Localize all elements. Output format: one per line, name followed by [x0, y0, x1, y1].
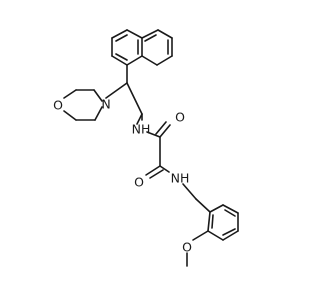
bond	[207, 230, 224, 241]
amide-nh-label: NH	[132, 122, 151, 137]
structure-diagram: O N NH O O NH O	[53, 29, 239, 267]
bond	[111, 29, 128, 39]
methoxy-oxygen-label: O	[182, 240, 192, 255]
bond	[111, 55, 128, 66]
atom-labels: O N NH O O NH O	[53, 97, 192, 255]
bonds	[63, 29, 239, 267]
bond	[126, 82, 143, 115]
bond	[141, 29, 159, 39]
bond	[105, 82, 128, 99]
bond	[155, 121, 167, 135]
amide-nh-label: NH	[171, 171, 190, 186]
bond	[145, 165, 161, 176]
bond	[157, 29, 173, 39]
bond	[136, 113, 143, 125]
bond	[94, 106, 103, 121]
bond	[182, 183, 197, 200]
bond	[192, 230, 209, 241]
bond	[93, 89, 103, 102]
bond	[195, 198, 211, 213]
bond	[209, 204, 224, 213]
bond	[115, 34, 128, 42]
bond	[126, 29, 143, 39]
morpholine-nitrogen-label: N	[101, 97, 110, 112]
bond	[144, 34, 157, 42]
bond	[222, 204, 239, 214]
bond	[63, 89, 77, 99]
bond	[146, 131, 161, 138]
bond	[156, 55, 173, 66]
bond	[149, 169, 164, 179]
bond	[63, 110, 77, 121]
bond	[141, 55, 158, 66]
bond	[222, 230, 239, 241]
bond	[222, 228, 236, 236]
bond	[159, 124, 171, 138]
bond	[159, 165, 170, 173]
morpholine-oxygen-label: O	[53, 98, 63, 113]
bond	[126, 55, 143, 66]
carbonyl-oxygen-label: O	[134, 175, 144, 190]
bond	[207, 211, 211, 232]
bond	[115, 53, 128, 61]
bond	[211, 214, 214, 229]
bond	[224, 209, 236, 217]
carbonyl-oxygen-label: O	[175, 110, 185, 125]
